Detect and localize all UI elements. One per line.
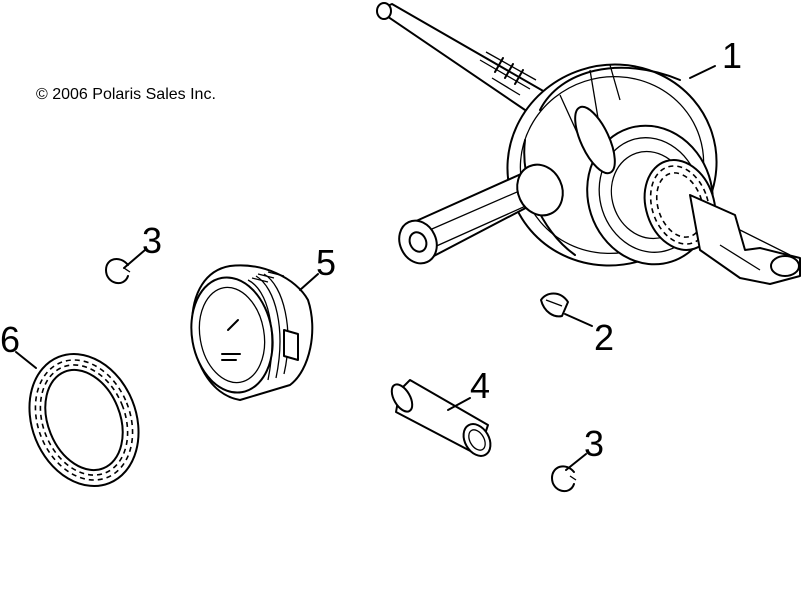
circlip-bottom — [551, 465, 577, 493]
leader-line-1 — [689, 65, 716, 79]
piston-ring-set — [28, 353, 140, 487]
callout-piston-pin: 4 — [470, 365, 490, 406]
callout-piston: 5 — [316, 242, 336, 283]
piston-pin — [390, 379, 492, 457]
leader-line-3-bottom — [565, 453, 587, 471]
callout-crankshaft: 1 — [722, 35, 742, 76]
leader-line-5 — [299, 273, 319, 291]
leader-line-3-top — [123, 249, 146, 269]
crankshaft-assembly — [376, 2, 801, 285]
connecting-rod — [398, 163, 564, 265]
callout-woodruff-key: 2 — [594, 317, 614, 358]
piston — [190, 264, 314, 401]
copyright-text: © 2006 Polaris Sales Inc. — [36, 86, 216, 103]
crankshaft-left-shaft — [376, 2, 546, 113]
crankshaft-right-shaft — [689, 194, 801, 285]
woodruff-key — [540, 292, 569, 318]
leader-line-2 — [564, 313, 593, 327]
leader-lines — [15, 65, 716, 471]
callout-piston-ring-set: 6 — [0, 319, 20, 360]
callout-circlip-top: 3 — [142, 220, 162, 261]
leader-line-4 — [447, 397, 471, 411]
circlip-top — [105, 258, 131, 285]
callout-circlip-bottom: 3 — [584, 423, 604, 464]
leader-line-6 — [15, 351, 37, 369]
